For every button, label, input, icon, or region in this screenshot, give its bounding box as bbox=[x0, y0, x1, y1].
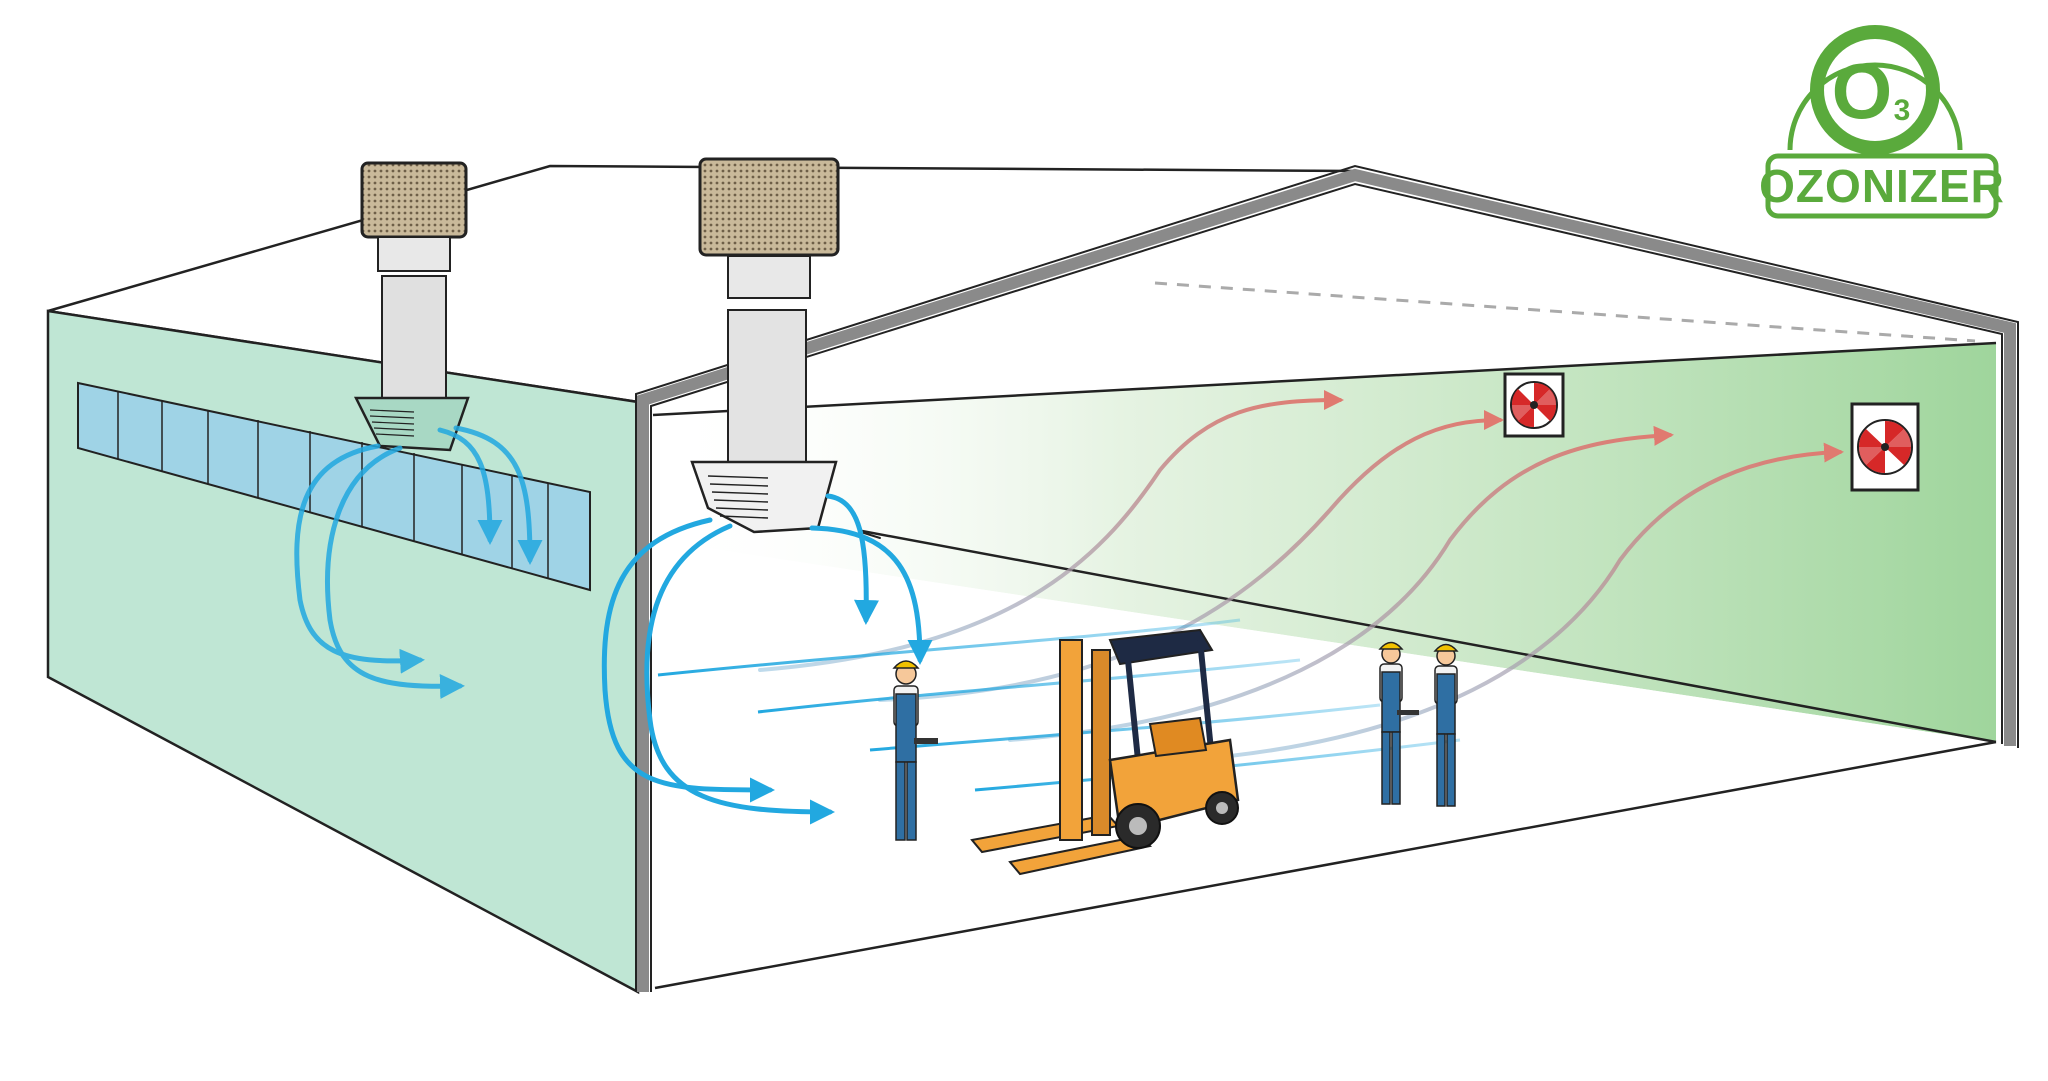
exhaust-fan bbox=[1503, 372, 1565, 438]
exhaust-air-flow bbox=[758, 390, 1844, 762]
logo-label: OZONIZER bbox=[1759, 160, 2005, 212]
evaporative-cooler bbox=[353, 161, 470, 452]
exhaust-fan bbox=[1850, 402, 1920, 492]
worker bbox=[1433, 643, 1459, 807]
logo-subscript: 3 bbox=[1894, 94, 1911, 127]
cold-air-flow bbox=[601, 493, 933, 825]
cold-air-flow bbox=[294, 425, 543, 699]
ozonizer-logo: O 3 OZONIZER bbox=[1759, 25, 2005, 219]
worker bbox=[1378, 641, 1419, 805]
logo-o-symbol: O bbox=[1832, 47, 1893, 135]
evaporative-cooler bbox=[690, 157, 840, 534]
building-frame bbox=[635, 164, 2019, 992]
window-strip bbox=[77, 381, 591, 592]
worker bbox=[892, 660, 938, 841]
forklift bbox=[970, 628, 1240, 876]
floor bbox=[652, 341, 1997, 990]
